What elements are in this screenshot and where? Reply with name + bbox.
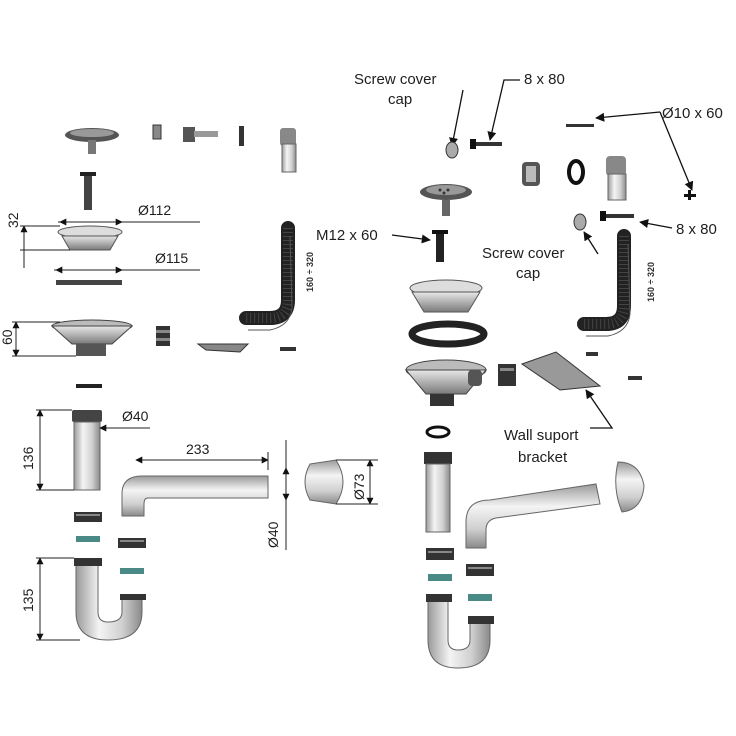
dim-len233: 233: [186, 441, 210, 457]
nuts-seals-left: [74, 512, 146, 574]
dim-h135: 135: [20, 588, 36, 612]
bolt-d10x60: [566, 124, 696, 200]
dim-h60: 60: [0, 329, 15, 345]
screw-cap-top: [445, 141, 459, 159]
wall-rosette-right: [615, 461, 645, 513]
nut-left: [156, 326, 170, 346]
flange-right: [409, 279, 483, 313]
label-screw-cover-cap-mid-1: Screw cover: [482, 245, 565, 262]
label-bolt-8x80-top: 8 x 80: [524, 71, 565, 88]
dim-h136: 136: [20, 446, 36, 470]
small-fittings-row-top: [152, 124, 297, 173]
label-screw-cover-cap-mid-2: cap: [516, 265, 540, 282]
flange-112: [57, 225, 123, 251]
wall-rosette-73: [304, 459, 344, 505]
bolt-m12x60: [432, 230, 448, 262]
dim-range-right: 160 ÷ 320: [646, 262, 656, 302]
strainer-body-right: [404, 359, 488, 406]
overflow-hose-left: [239, 221, 295, 331]
label-d10x60: Ø10 x 60: [662, 105, 723, 122]
fitting-row-right: [522, 156, 627, 201]
dim-h32: 32: [5, 212, 21, 228]
elbow-pipe-right: [465, 483, 601, 549]
label-wall-support-1: Wall suport: [504, 427, 579, 444]
washer-right: [425, 425, 451, 439]
dim-d112: Ø112: [138, 202, 171, 218]
nut-right: [498, 364, 516, 386]
nuts-seals-right: [426, 548, 494, 601]
label-screw-cover-cap-top-2: cap: [388, 91, 412, 108]
strainer-top-left: [65, 128, 119, 154]
bracket-left: [196, 343, 296, 353]
label-wall-support-2: bracket: [518, 449, 568, 466]
gasket-115: [56, 280, 122, 285]
tailpiece-right: [424, 452, 452, 533]
tailpiece-136: [72, 410, 102, 491]
dim-d40-side: Ø40: [265, 521, 281, 548]
label-bolt-8x80-mid: 8 x 80: [676, 221, 717, 238]
bolt-8x80-top: [470, 139, 502, 149]
washer-left: [76, 384, 102, 388]
strainer-basket-right: [420, 184, 472, 216]
dim-d73: Ø73: [351, 473, 367, 500]
bolt-8x80-mid: [600, 211, 634, 221]
label-screw-cover-cap-top-1: Screw cover: [354, 71, 437, 88]
dim-d115: Ø115: [155, 250, 188, 266]
dim-d40-top: Ø40: [122, 408, 149, 424]
wall-bracket-right: [520, 351, 642, 391]
siphon-trap-right: [426, 594, 494, 669]
screw-cap-mid: [573, 213, 587, 231]
strainer-body-60: [50, 319, 134, 356]
siphon-trap-left: [74, 558, 146, 641]
gasket-right: [408, 320, 488, 348]
bolt-vertical-left: [80, 172, 96, 210]
dim-range-left: 160 ÷ 320: [305, 252, 315, 292]
label-m12x60: M12 x 60: [316, 227, 378, 244]
overflow-hose-right: [577, 229, 631, 337]
elbow-pipe-233: [121, 475, 269, 517]
